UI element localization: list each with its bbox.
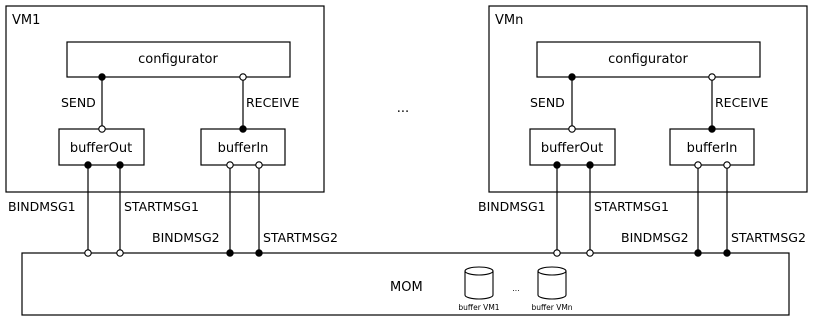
buffer-out-label: bufferOut (70, 141, 132, 156)
configurator-label: configurator (608, 52, 688, 67)
buffer-out-box (529, 128, 616, 166)
buffer-vm1-label: buffer VM1 (458, 303, 499, 312)
receive-label: RECEIVE (246, 95, 299, 110)
receive-port (239, 73, 247, 81)
startmsg2-label: STARTMSG2 (731, 230, 806, 245)
bindmsg2-port (694, 161, 702, 169)
mom-port-startmsg2 (723, 249, 731, 257)
configurator-box (536, 41, 761, 78)
buffer-in-label: bufferIn (218, 141, 269, 156)
send-label: SEND (530, 95, 565, 110)
bindmsg1-label: BINDMSG1 (8, 199, 76, 214)
buffer-vmn-label: buffer VMn (531, 303, 572, 312)
startmsg1-label: STARTMSG1 (124, 199, 199, 214)
send-label: SEND (61, 95, 96, 110)
send-port (98, 73, 106, 81)
bindmsg2-port (226, 161, 234, 169)
startmsg2-port (723, 161, 731, 169)
mom-port-startmsg1 (586, 249, 594, 257)
vm-title: VMn (495, 13, 523, 28)
configurator-label: configurator (138, 52, 218, 67)
startmsg2-label: STARTMSG2 (263, 230, 338, 245)
buffer-ellipsis: ... (512, 284, 519, 293)
startmsg1-port (116, 161, 124, 169)
send-port (98, 125, 106, 133)
receive-port (708, 125, 716, 133)
bindmsg2-label: BINDMSG2 (152, 230, 220, 245)
receive-port (708, 73, 716, 81)
buffer-out-label: bufferOut (541, 141, 603, 156)
buffer-in-box (200, 128, 286, 166)
mom-port-bindmsg1 (553, 249, 561, 257)
mom-port-startmsg2 (255, 249, 263, 257)
receive-port (239, 125, 247, 133)
mom-label: MOM (390, 280, 423, 295)
receive-label: RECEIVE (715, 95, 768, 110)
vm-box-right: VMn configurator bufferOut bufferIn SEND… (478, 5, 808, 253)
configurator-box (66, 41, 291, 78)
startmsg1-label: STARTMSG1 (594, 199, 669, 214)
bindmsg1-label: BINDMSG1 (478, 199, 546, 214)
vm-ellipsis: ... (397, 101, 409, 116)
mom-port-bindmsg2 (226, 249, 234, 257)
buffer-in-box (669, 128, 755, 166)
bindmsg1-port (84, 161, 92, 169)
bindmsg2-label: BINDMSG2 (621, 230, 689, 245)
send-port (568, 73, 576, 81)
vm-title: VM1 (12, 13, 40, 28)
mom-port-bindmsg1 (84, 249, 92, 257)
vm-box-left: VM1 configurator bufferOut bufferIn SEND… (5, 5, 338, 253)
bindmsg1-port (553, 161, 561, 169)
mom-box: MOM buffer VM1 ... buffer VMn (21, 249, 790, 316)
mom-port-bindmsg2 (694, 249, 702, 257)
startmsg1-port (586, 161, 594, 169)
mom-port-startmsg1 (116, 249, 124, 257)
send-port (568, 125, 576, 133)
startmsg2-port (255, 161, 263, 169)
buffer-vm1-cylinder-icon (464, 266, 494, 300)
mom-frame (21, 252, 790, 316)
buffer-vmn-cylinder-icon (537, 266, 567, 300)
buffer-in-label: bufferIn (687, 141, 738, 156)
